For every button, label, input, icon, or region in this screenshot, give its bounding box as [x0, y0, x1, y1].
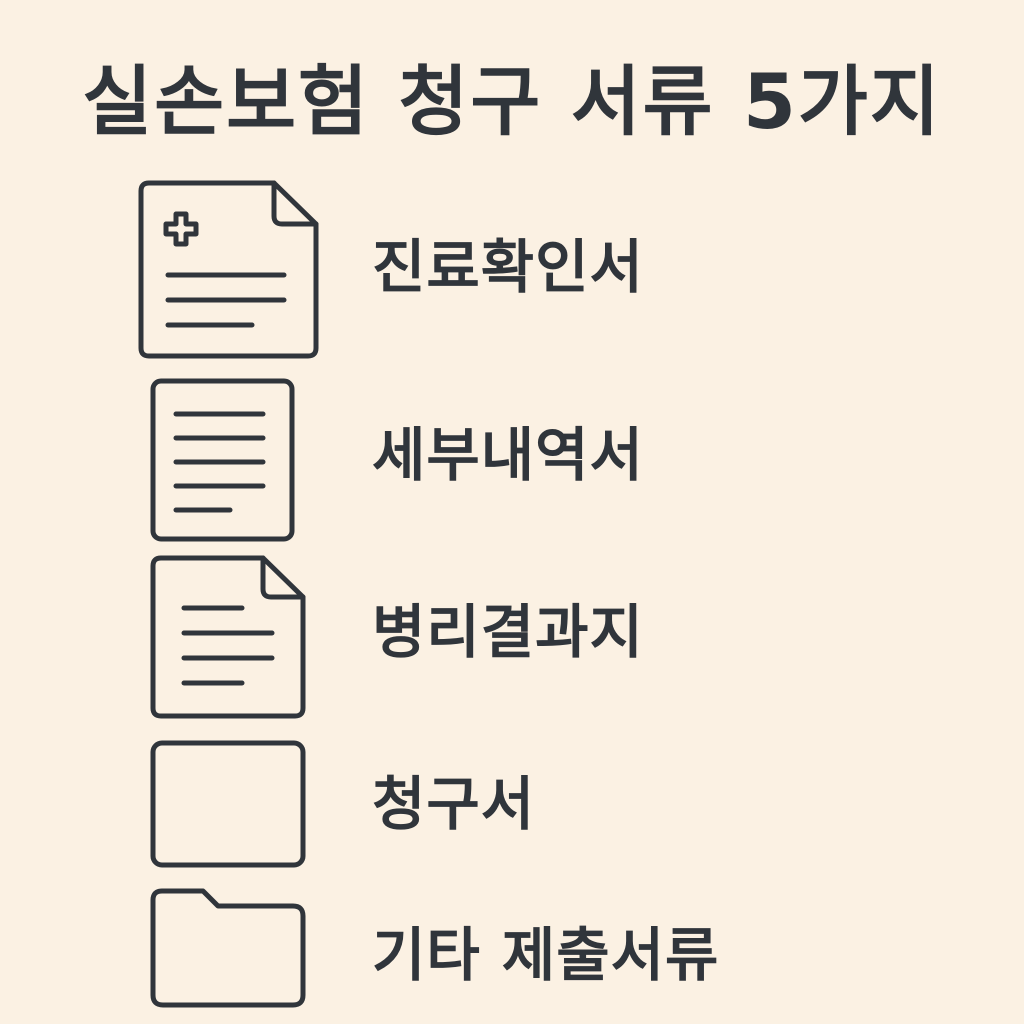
document-label-medical-certificate: 진료확인서	[372, 233, 644, 301]
medical-document-icon	[138, 180, 319, 359]
document-label-other-documents: 기타 제출서류	[372, 921, 720, 989]
blank-document-icon	[150, 740, 306, 868]
page-title: 실손보험 청구 서류 5가지	[82, 57, 942, 146]
document-label-detailed-statement: 세부내역서	[372, 421, 644, 489]
lined-document-icon	[150, 378, 295, 542]
folded-document-icon	[150, 555, 306, 719]
document-label-pathology-result: 병리결과지	[372, 598, 644, 666]
document-label-claim-form: 청구서	[372, 770, 536, 838]
folder-icon	[150, 888, 306, 1008]
